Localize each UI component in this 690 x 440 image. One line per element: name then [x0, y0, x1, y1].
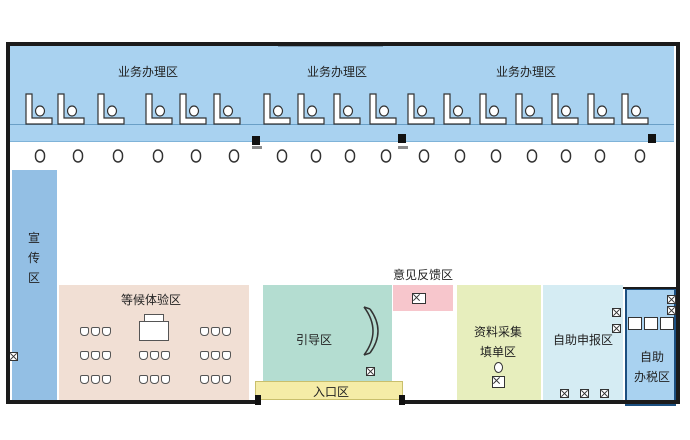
customer-stool [560, 149, 572, 163]
customer-stool [34, 149, 46, 163]
wall-self-tax-top [623, 287, 678, 289]
business-counter-line [9, 124, 674, 125]
self-tax-zone-label-line2: 办税区 [634, 370, 671, 384]
business-zone-label-left: 业务办理区 [118, 65, 179, 79]
self-tax-machines [628, 317, 674, 331]
waiting-bench [80, 327, 112, 337]
entrance-zone-label: 入口区 [313, 385, 350, 399]
publicity-zone-label: 宣传区 [27, 231, 40, 285]
waiting-table [139, 321, 169, 341]
customer-stool [344, 149, 356, 163]
pillar-base [398, 146, 408, 149]
feedback-zone-label: 意见反馈区 [393, 268, 454, 282]
feedback-box-icon [412, 293, 426, 304]
materials-zone-label-line1: 资料采集 [474, 325, 523, 339]
waiting-bench [200, 351, 232, 361]
business-zone-label-right: 业务办理区 [496, 65, 557, 79]
customer-stool [594, 149, 606, 163]
self-tax-device-2 [667, 306, 676, 315]
self-report-zone [543, 285, 623, 400]
customer-stool [526, 149, 538, 163]
materials-device-icon [492, 376, 505, 388]
customer-stool [454, 149, 466, 163]
waiting-bench [200, 327, 232, 337]
self-report-terminal-1 [612, 308, 621, 317]
waiting-table-top [144, 314, 164, 321]
entrance-post-right [399, 395, 405, 405]
self-report-terminal-4 [580, 389, 589, 398]
business-zone-label-mid: 业务办理区 [307, 65, 368, 79]
self-report-zone-label: 自助申报区 [553, 333, 614, 347]
self-tax-device-1 [667, 295, 676, 304]
guide-desk-icon [363, 306, 379, 356]
waiting-bench [80, 375, 112, 385]
waiting-bench [80, 351, 112, 361]
self-tax-zone [625, 288, 676, 406]
waiting-bench [200, 375, 232, 385]
customer-stool [228, 149, 240, 163]
waiting-bench [139, 375, 171, 385]
wall-bottom-right [402, 400, 680, 404]
guide-zone-label: 引导区 [296, 333, 333, 347]
customer-stool [276, 149, 288, 163]
wall-top [6, 42, 679, 46]
customer-stool [112, 149, 124, 163]
wall-right [676, 42, 680, 404]
materials-stool-icon [494, 362, 503, 373]
entrance-post-left [255, 395, 261, 405]
waiting-bench [139, 351, 171, 361]
self-tax-zone-label-line1: 自助 [640, 350, 665, 364]
customer-stool [634, 149, 646, 163]
publicity-device-icon [9, 352, 18, 361]
customer-stool [418, 149, 430, 163]
customer-stool [310, 149, 322, 163]
waiting-zone-label: 等候体验区 [121, 293, 182, 307]
self-report-terminal-5 [600, 389, 609, 398]
publicity-zone [12, 170, 57, 400]
wall-left [6, 42, 10, 404]
customer-stool [380, 149, 392, 163]
self-report-terminal-2 [612, 324, 621, 333]
wall-bottom-left [6, 400, 258, 404]
customer-stool [490, 149, 502, 163]
entrance-zone [255, 381, 403, 400]
guide-device-icon [366, 367, 375, 376]
self-report-terminal-3 [560, 389, 569, 398]
customer-stool [190, 149, 202, 163]
pillar-base [252, 146, 262, 149]
customer-stool [72, 149, 84, 163]
materials-zone-label-line2: 填单区 [480, 345, 517, 359]
customer-stool [152, 149, 164, 163]
business-zone [9, 46, 674, 142]
